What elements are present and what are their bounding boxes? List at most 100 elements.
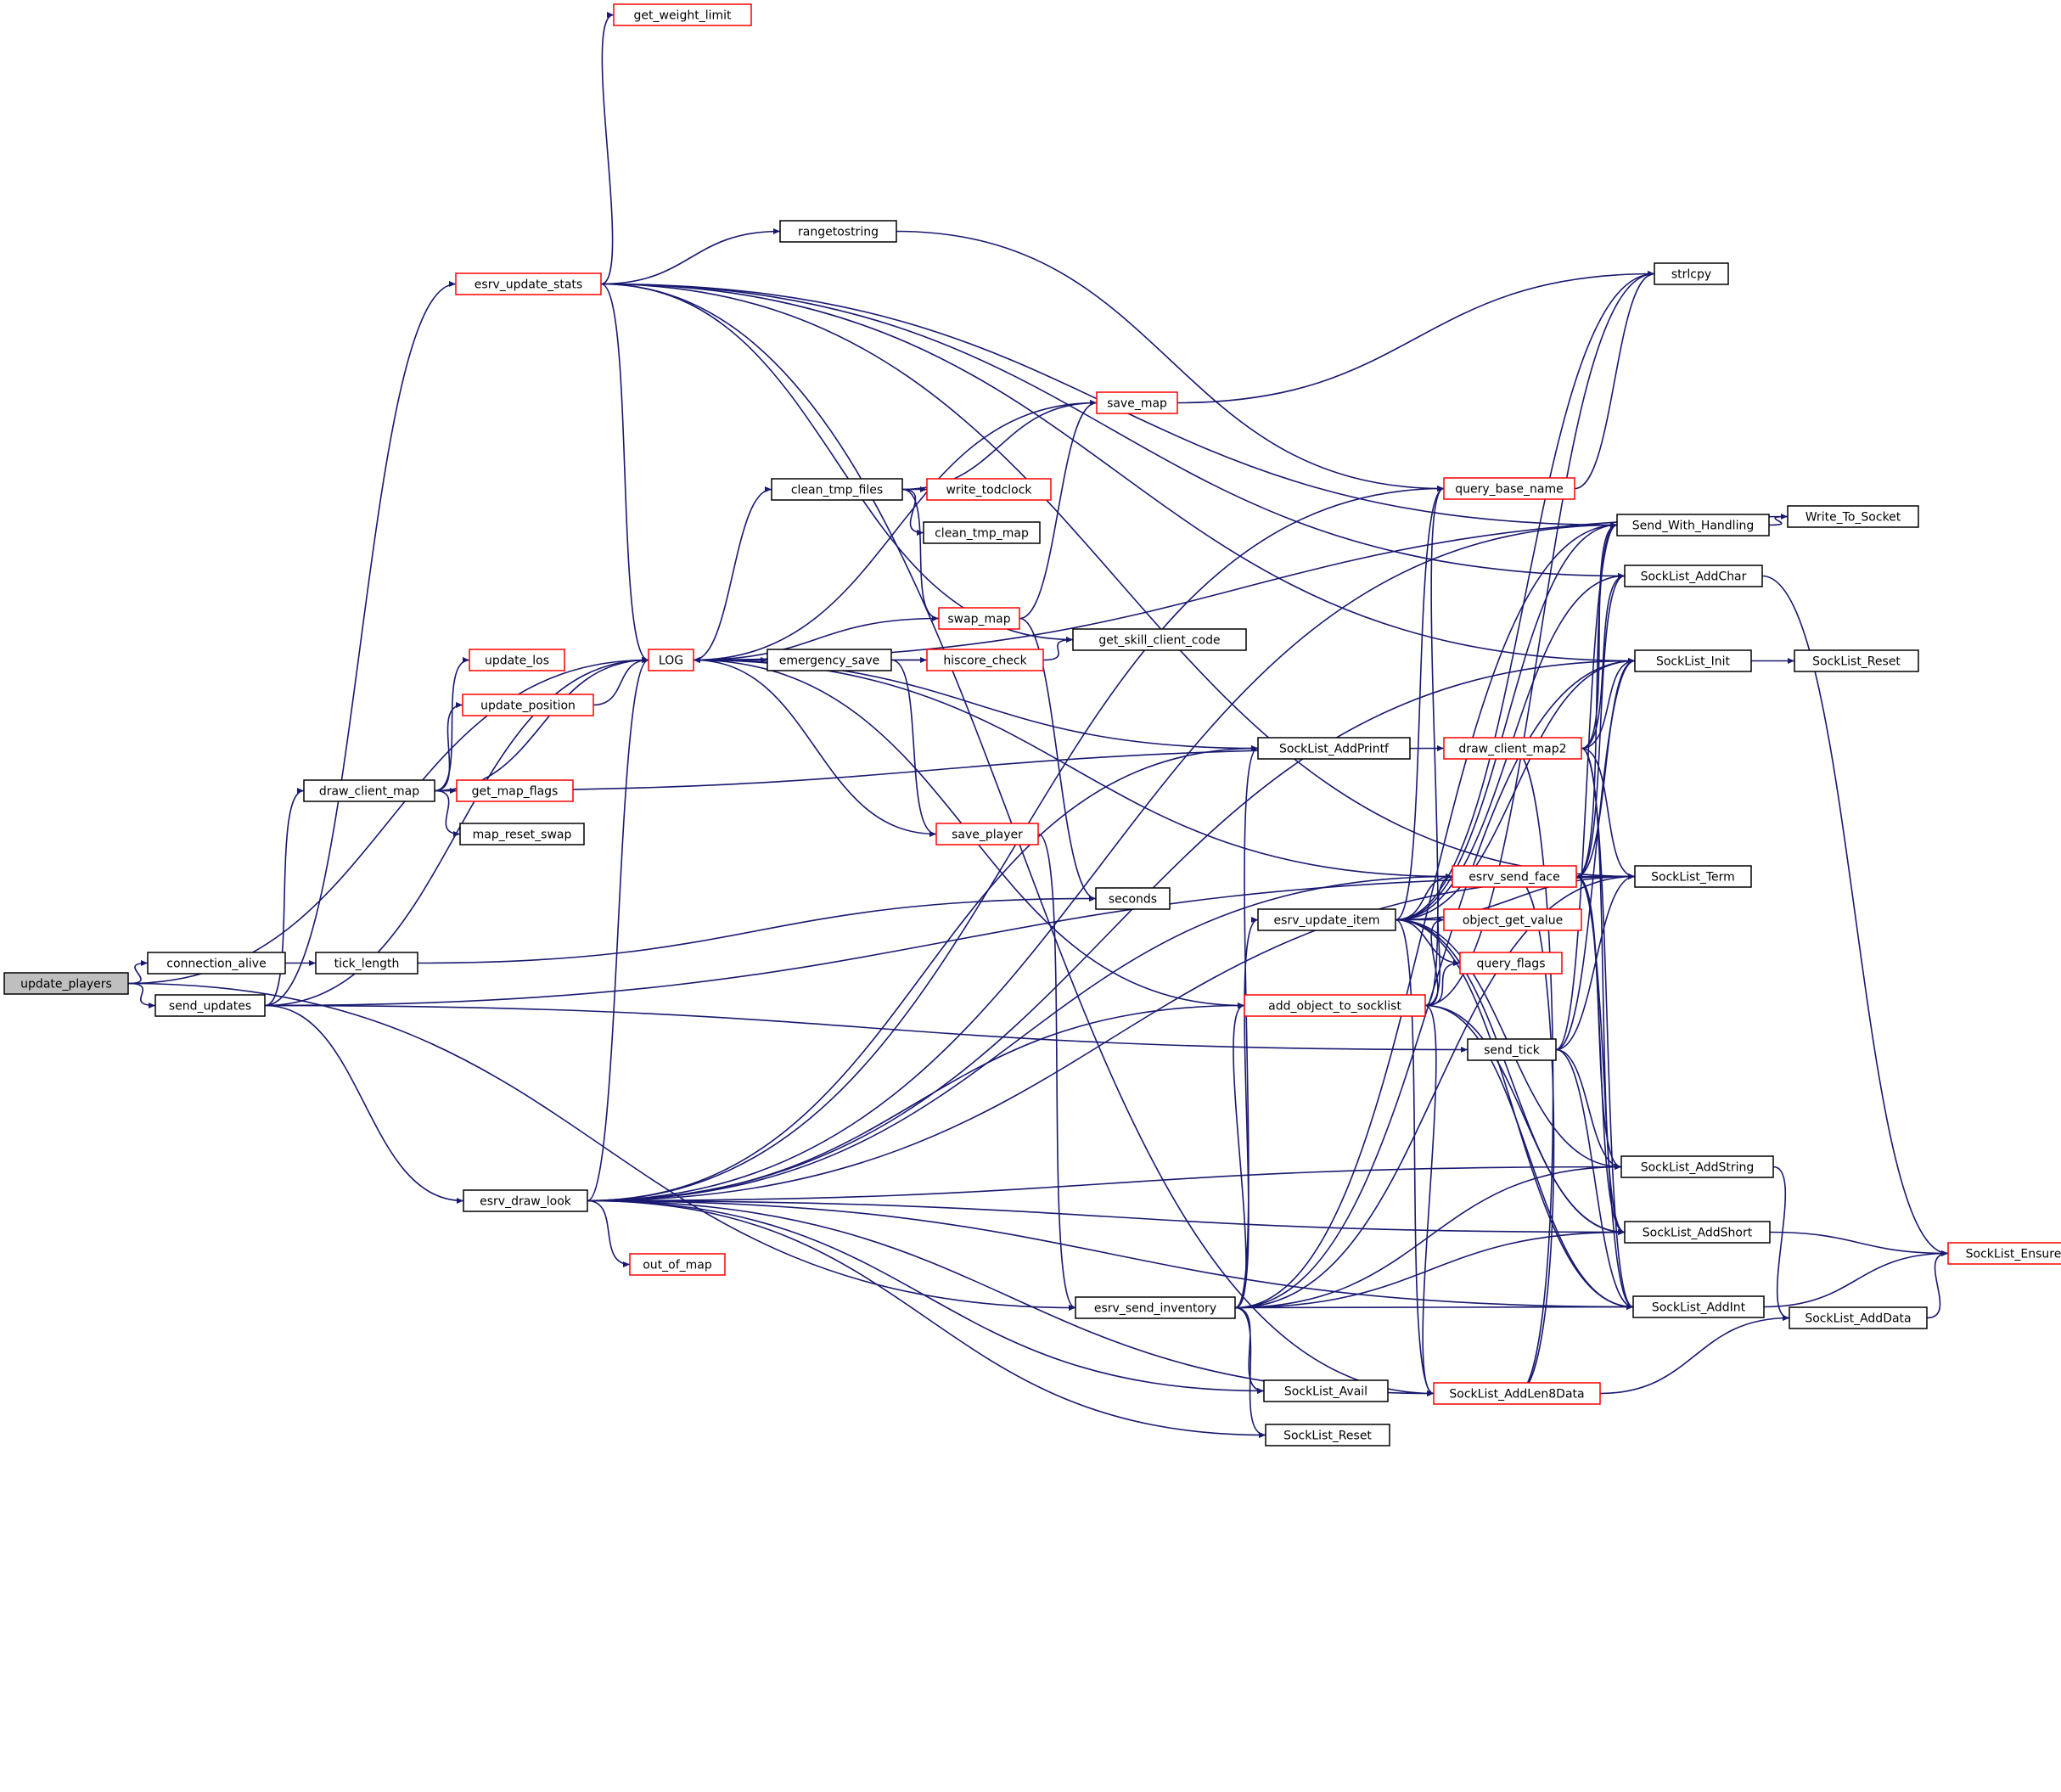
node-box: [1947, 1242, 2061, 1265]
edge-save-map-to-log: [693, 402, 1098, 664]
edge-esrv-send-inventory-to-send-with-handling: [1234, 521, 1618, 1309]
node-socklist-adddata[interactable]: SockList_AddData: [1789, 1306, 1928, 1329]
edge-swap-map-to-log: [693, 617, 940, 664]
node-socklist-addchar[interactable]: SockList_AddChar: [1624, 565, 1763, 587]
node-socklist-avail[interactable]: SockList_Avail: [1263, 1379, 1389, 1402]
node-update-los[interactable]: update_los: [469, 649, 565, 671]
node-send-updates[interactable]: send_updates: [154, 994, 266, 1017]
edge-draw-client-map2-to-socklist-addint: [1581, 747, 1634, 1310]
node-label: draw_client_map2: [1458, 743, 1566, 756]
node-get-map-flags[interactable]: get_map_flags: [456, 779, 574, 802]
edge-esrv-draw-look-to-out-of-map: [587, 1199, 631, 1268]
node-label: SockList_Avail: [1284, 1385, 1367, 1399]
edge-esrv-update-stats-to-rangetostring: [600, 228, 781, 285]
node-label: save_player: [952, 829, 1023, 842]
node-map-reset-swap[interactable]: map_reset_swap: [459, 823, 585, 845]
node-get-skill-client-code[interactable]: get_skill_client_code: [1072, 628, 1247, 651]
node-label: esrv_send_inventory: [1094, 1302, 1216, 1316]
node-send-tick[interactable]: send_tick: [1467, 1038, 1557, 1061]
node-label: rangetostring: [798, 226, 879, 239]
edge-draw-client-map2-to-send-with-handling: [1581, 521, 1618, 750]
edge-send-updates-to-esrv-update-stats: [264, 280, 457, 1007]
node-esrv-draw-look[interactable]: esrv_draw_look: [463, 1189, 588, 1212]
edge-send-updates-to-socklist-term: [264, 873, 1636, 1007]
node-hiscore-check[interactable]: hiscore_check: [926, 649, 1044, 671]
node-out-of-map[interactable]: out_of_map: [629, 1253, 726, 1276]
node-label: SockList_Reset: [1283, 1430, 1372, 1443]
node-box: [923, 521, 1041, 544]
node-socklist-term[interactable]: SockList_Term: [1634, 865, 1752, 888]
edge-add-object-to-socklist-to-socklist-addshort: [1424, 1004, 1626, 1236]
node-esrv-update-item[interactable]: esrv_update_item: [1257, 908, 1396, 931]
edge-send-tick-to-socklist-init: [1555, 657, 1636, 1051]
edge-socklist-adddata-to-socklist-ensure: [1926, 1250, 1949, 1319]
node-draw-client-map[interactable]: draw_client_map: [303, 779, 435, 802]
node-label: clean_tmp_files: [791, 484, 883, 497]
edge-esrv-draw-look-to-socklist-init: [587, 657, 1636, 1202]
node-socklist-init[interactable]: SockList_Init: [1634, 649, 1752, 672]
node-strlcpy[interactable]: strlcpy: [1654, 262, 1729, 285]
edge-esrv-send-face-to-log: [693, 656, 1453, 878]
node-socklist-reset-right[interactable]: SockList_Reset: [1794, 649, 1919, 672]
edge-swap-map-to-seconds: [1019, 617, 1097, 902]
node-send-with-handling[interactable]: Send_With_Handling: [1616, 514, 1770, 536]
node-draw-client-map2[interactable]: draw_client_map2: [1443, 737, 1582, 760]
node-update-players[interactable]: update_players: [3, 972, 129, 995]
edge-send-updates-to-draw-client-map: [264, 787, 305, 1007]
edge-draw-client-map2-to-socklist-init: [1581, 657, 1636, 750]
node-socklist-addint[interactable]: SockList_AddInt: [1632, 1295, 1765, 1318]
node-clean-tmp-files[interactable]: clean_tmp_files: [771, 478, 903, 501]
node-query-flags[interactable]: query_flags: [1459, 952, 1563, 975]
node-socklist-addprintf[interactable]: SockList_AddPrintf: [1257, 737, 1411, 760]
node-esrv-update-stats[interactable]: esrv_update_stats: [455, 272, 602, 295]
edge-swap-map-to-save-map: [1019, 399, 1098, 620]
node-label: connection_alive: [166, 958, 266, 971]
node-update-position[interactable]: update_position: [462, 694, 594, 716]
node-write-to-socket[interactable]: Write_To_Socket: [1787, 505, 1919, 528]
node-socklist-addlen8data[interactable]: SockList_AddLen8Data: [1433, 1382, 1601, 1405]
node-box: [462, 694, 594, 716]
edge-esrv-draw-look-to-socklist-addlen8data: [587, 1199, 1435, 1397]
node-write-todclock[interactable]: write_todclock: [926, 478, 1052, 501]
node-box: [1616, 514, 1770, 536]
node-box: [779, 220, 897, 243]
node-label: SockList_Ensure: [1966, 1248, 2061, 1261]
node-query-base-name[interactable]: query_base_name: [1443, 477, 1575, 500]
node-add-object-to-socklist[interactable]: add_object_to_socklist: [1244, 994, 1426, 1017]
node-save-map[interactable]: save_map: [1096, 391, 1178, 414]
edge-log-to-clean-tmp-files: [693, 486, 772, 661]
node-tick-length[interactable]: tick_length: [315, 952, 418, 975]
node-socklist-reset-mid[interactable]: SockList_Reset: [1265, 1424, 1390, 1447]
node-box: [1634, 649, 1752, 672]
node-esrv-send-inventory[interactable]: esrv_send_inventory: [1075, 1296, 1236, 1319]
edge-add-object-to-socklist-to-esrv-send-face: [1424, 873, 1453, 1007]
node-get-weight-limit[interactable]: get_weight_limit: [613, 3, 752, 26]
node-save-player[interactable]: save_player: [935, 823, 1039, 845]
edge-socklist-addlen8data-to-socklist-adddata: [1599, 1314, 1790, 1395]
node-box: [1443, 908, 1582, 931]
node-socklist-addstring[interactable]: SockList_AddString: [1620, 1155, 1774, 1178]
node-box: [1263, 1379, 1389, 1402]
node-seconds[interactable]: seconds: [1095, 887, 1171, 910]
edge-esrv-draw-look-to-send-with-handling: [587, 521, 1618, 1202]
node-box: [1634, 865, 1752, 888]
node-socklist-addshort[interactable]: SockList_AddShort: [1624, 1221, 1771, 1244]
edge-socklist-addint-to-socklist-ensure: [1763, 1250, 1949, 1308]
edge-draw-client-map-to-log: [434, 656, 649, 792]
edge-draw-client-map2-to-socklist-addchar: [1581, 572, 1626, 750]
node-box: [1433, 1382, 1601, 1405]
edge-socklist-addshort-to-socklist-ensure: [1769, 1231, 1949, 1257]
node-log[interactable]: LOG: [648, 649, 694, 671]
node-object-get-value[interactable]: object_get_value: [1443, 908, 1582, 931]
node-socklist-ensure[interactable]: SockList_Ensure: [1947, 1242, 2061, 1265]
edge-esrv-send-inventory-to-socklist-addshort: [1234, 1228, 1626, 1309]
node-swap-map[interactable]: swap_map: [938, 607, 1020, 630]
node-clean-tmp-map[interactable]: clean_tmp_map: [923, 521, 1041, 544]
edge-update-players-to-esrv-send-inventory: [127, 982, 1076, 1312]
node-emergency-save[interactable]: emergency_save: [767, 649, 892, 671]
node-connection-alive[interactable]: connection_alive: [147, 952, 286, 975]
node-box: [1467, 1038, 1557, 1061]
node-esrv-send-face[interactable]: esrv_send_face: [1452, 865, 1577, 888]
node-rangetostring[interactable]: rangetostring: [779, 220, 897, 243]
edge-esrv-send-face-to-socklist-addint: [1575, 875, 1634, 1310]
